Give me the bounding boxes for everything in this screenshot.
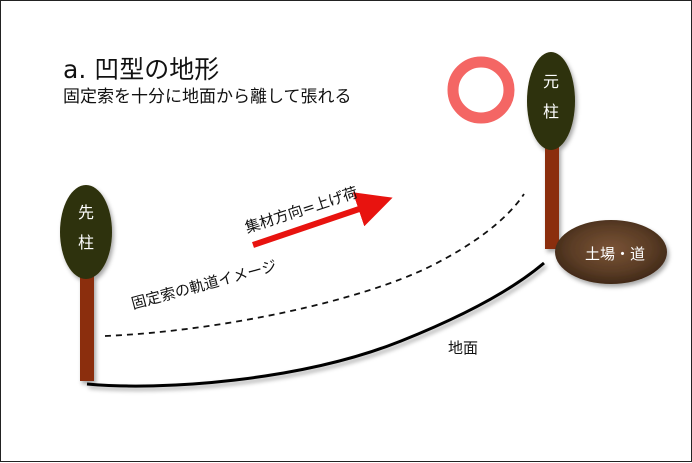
arrow-right-icon [252, 192, 393, 248]
front-post-canopy [60, 185, 112, 279]
circle-marker-icon [447, 56, 515, 124]
front-post-label-1: 先 [78, 203, 94, 222]
cable-track-label: 固定索の軌道イメージ [129, 257, 278, 313]
origin-post-label-2: 柱 [543, 102, 559, 121]
diagram-subtitle: 固定索を十分に地面から離して張れる [63, 87, 352, 107]
origin-post-canopy [527, 52, 575, 150]
origin-post-label-1: 元 [543, 72, 559, 91]
diagram-title: a. 凹型の地形 [63, 55, 219, 84]
front-post-tree [60, 185, 112, 381]
front-post-trunk [80, 271, 94, 381]
cable-track-line [104, 193, 525, 337]
ground-line [86, 261, 545, 388]
landing-area [555, 220, 667, 284]
origin-post-tree [527, 52, 575, 249]
landing-label: 土場・道 [585, 245, 645, 263]
origin-post-trunk [545, 141, 559, 249]
ground-label: 地面 [448, 339, 478, 357]
front-post-label-2: 柱 [78, 233, 94, 252]
